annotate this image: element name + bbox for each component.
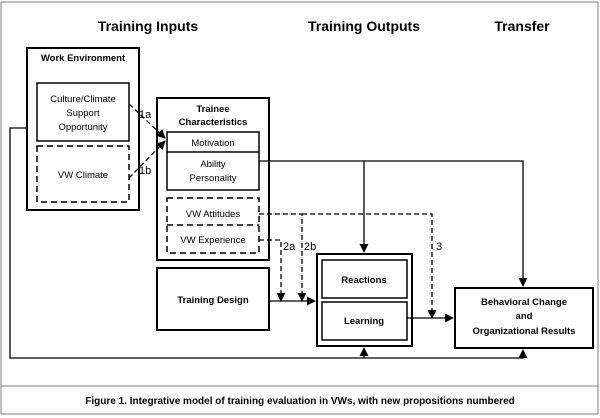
training-outputs-box: Reactions Learning xyxy=(316,253,413,347)
proposition-2a: 2a xyxy=(283,241,296,253)
proposition-1b: 1b xyxy=(139,165,151,177)
training-design-box: Training Design xyxy=(156,267,270,331)
figure-caption: Figure 1. Integrative model of training … xyxy=(85,396,515,407)
training-design-label: Training Design xyxy=(177,295,248,306)
arrow-work-environment-loop xyxy=(9,127,528,359)
behavioral-change-box: Behavioral Change and Organizational Res… xyxy=(454,287,594,349)
arrow-1b xyxy=(128,140,166,179)
solid-connectors xyxy=(9,127,528,359)
motivation-ability-box: Motivation Ability Personality xyxy=(166,131,260,191)
vw-climate-label: VW Climate xyxy=(58,170,108,181)
culture-climate-label: Culture/Climate xyxy=(50,94,115,105)
proposition-2b: 2b xyxy=(304,241,316,253)
reactions-label: Reactions xyxy=(341,275,386,286)
arrow-1a xyxy=(128,103,166,139)
motivation-label: Motivation xyxy=(191,138,234,149)
vw-climate-box: VW Climate xyxy=(36,145,130,203)
header-transfer: Transfer xyxy=(494,18,550,34)
arrow-trainee-to-reactions xyxy=(259,160,369,253)
behavioral-change-label: Behavioral Change xyxy=(481,297,567,308)
arrow-3 xyxy=(302,213,437,319)
personality-label: Personality xyxy=(190,173,237,184)
arrow-trainee-to-behavioral xyxy=(364,160,528,287)
vw-attitudes-label: VW Attitudes xyxy=(186,209,241,220)
organizational-results-label: Organizational Results xyxy=(473,326,576,337)
proposition-3: 3 xyxy=(436,241,442,253)
trainee-title-line1: Trainee xyxy=(196,104,229,115)
ability-label: Ability xyxy=(200,159,226,170)
work-environment-title: Work Environment xyxy=(41,53,126,64)
culture-climate-box: Culture/Climate Support Opportunity xyxy=(36,82,130,142)
header-training-inputs: Training Inputs xyxy=(98,18,199,34)
support-label: Support xyxy=(66,108,100,119)
vw-experience-label: VW Experience xyxy=(180,235,245,246)
vw-attitudes-experience-box: VW Attitudes VW Experience xyxy=(166,197,260,254)
proposition-1a: 1a xyxy=(139,109,152,121)
behavioral-and-label: and xyxy=(516,311,533,322)
dashed-connectors xyxy=(128,103,437,319)
trainee-title-line2: Characteristics xyxy=(179,117,248,128)
learning-label: Learning xyxy=(344,316,384,327)
header-training-outputs: Training Outputs xyxy=(308,18,420,34)
opportunity-label: Opportunity xyxy=(58,122,107,133)
